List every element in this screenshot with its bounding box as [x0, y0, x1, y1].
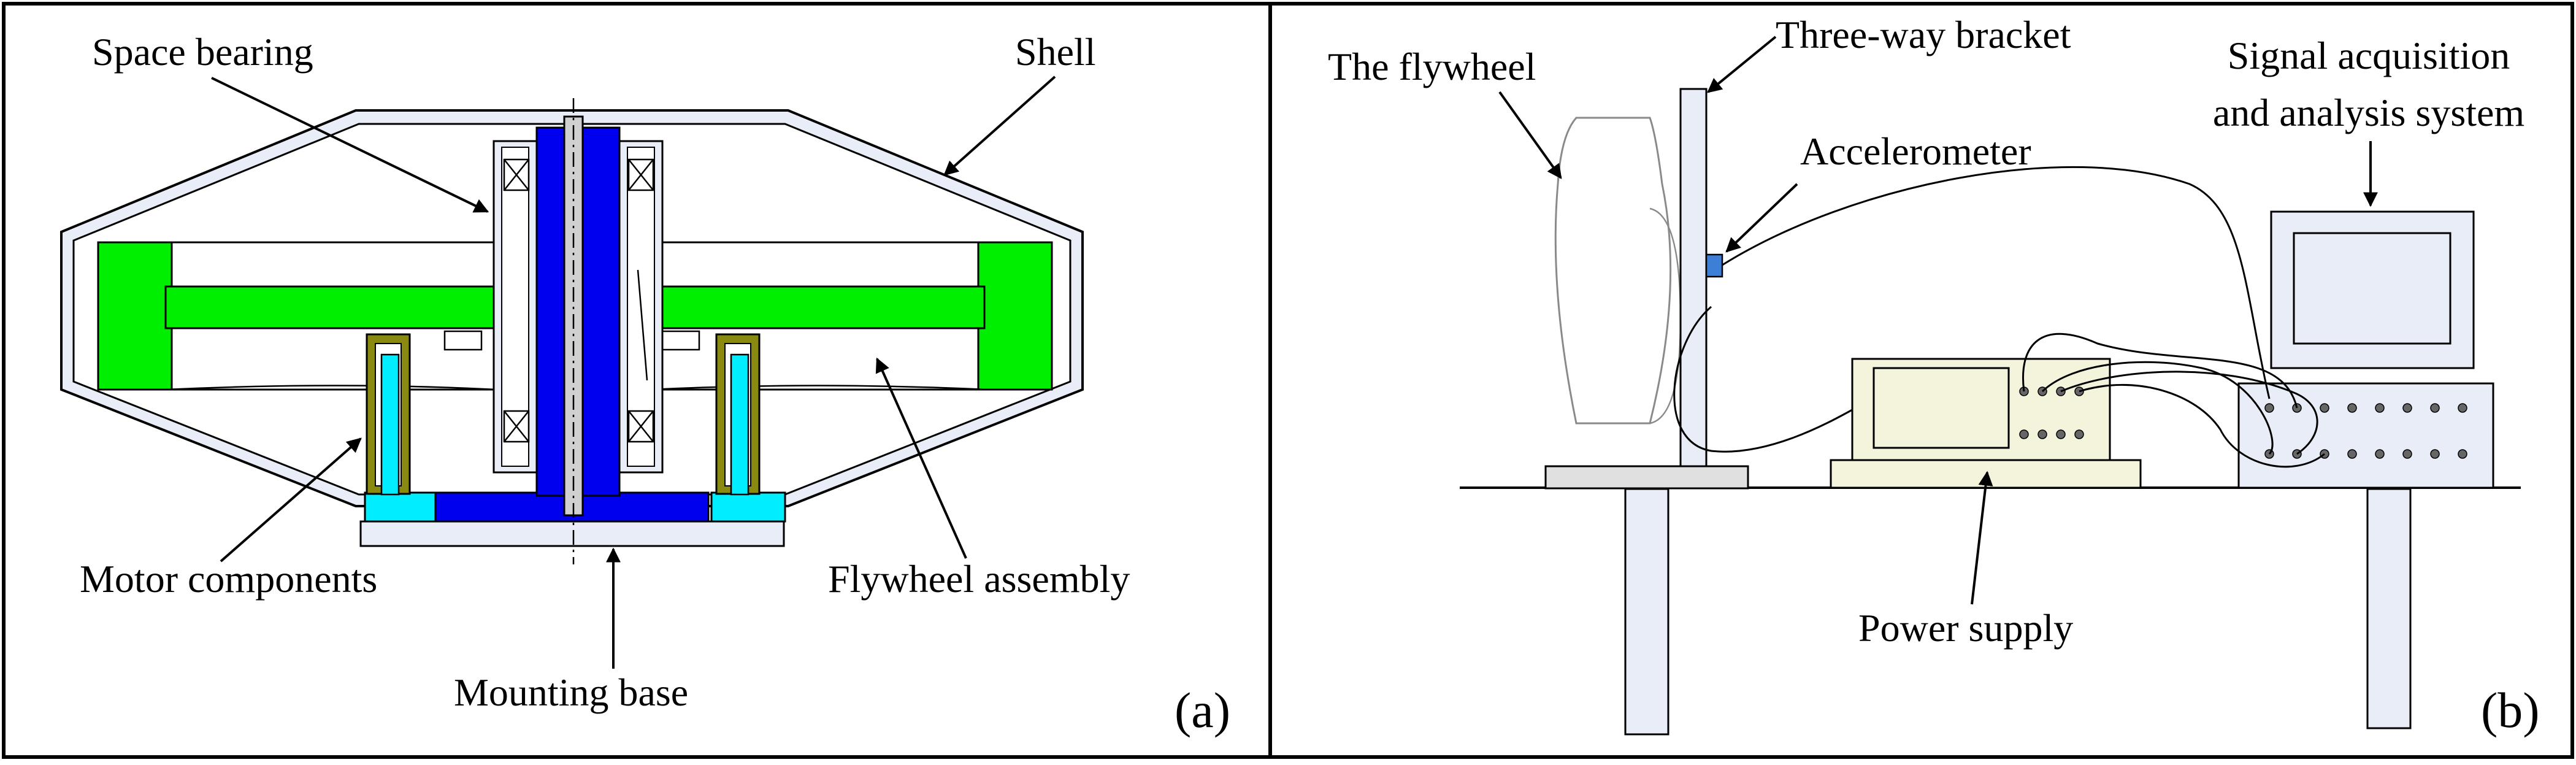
arrow-power-supply: [1971, 471, 1993, 605]
panel-a: Space bearing Shell Motor components Fly…: [2, 2, 1272, 759]
label-mounting-base: Mounting base: [454, 671, 688, 714]
label-accelerometer: Accelerometer: [1800, 129, 2031, 173]
label-three-way-bracket: Three-way bracket: [1776, 13, 2071, 56]
arrow-motor-components: [220, 437, 362, 563]
accelerometer-sensor: [1705, 253, 1723, 278]
label-flywheel-assembly: Flywheel assembly: [828, 557, 1130, 601]
label-space-bearing: Space bearing: [92, 30, 313, 74]
label-power-supply: Power supply: [1858, 606, 2073, 650]
shaft-and-bearings: [493, 98, 664, 564]
panel-b-tag: (b): [2481, 682, 2540, 738]
arrow-three-way-bracket: [1707, 36, 1777, 93]
motor-component-right: [715, 333, 761, 496]
panel-b: The flywheel Three-way bracket Accelerom…: [1268, 2, 2574, 759]
arrow-accelerometer: [1725, 183, 1798, 253]
label-signal-acquisition-line2: and analysis system: [2213, 91, 2524, 134]
power-supply-unit: [1830, 358, 2142, 489]
panel-b-border: [1268, 2, 2574, 759]
label-signal-acquisition-line1: Signal acquisition: [2228, 34, 2510, 77]
cables: [1673, 166, 2325, 468]
arrow-the-flywheel: [1498, 91, 1562, 179]
label-shell: Shell: [1015, 30, 1096, 74]
motor-component-left: [366, 333, 411, 496]
label-the-flywheel: The flywheel: [1328, 45, 1536, 88]
signal-analysis-system: [2237, 210, 2494, 489]
arrow-shell: [943, 75, 1056, 176]
label-motor-components: Motor components: [80, 557, 377, 601]
arrow-space-bearing: [211, 77, 489, 213]
three-way-bracket: [1544, 88, 1749, 490]
arrow-flywheel-assembly: [875, 357, 967, 559]
panel-a-tag: (a): [1175, 682, 1230, 738]
